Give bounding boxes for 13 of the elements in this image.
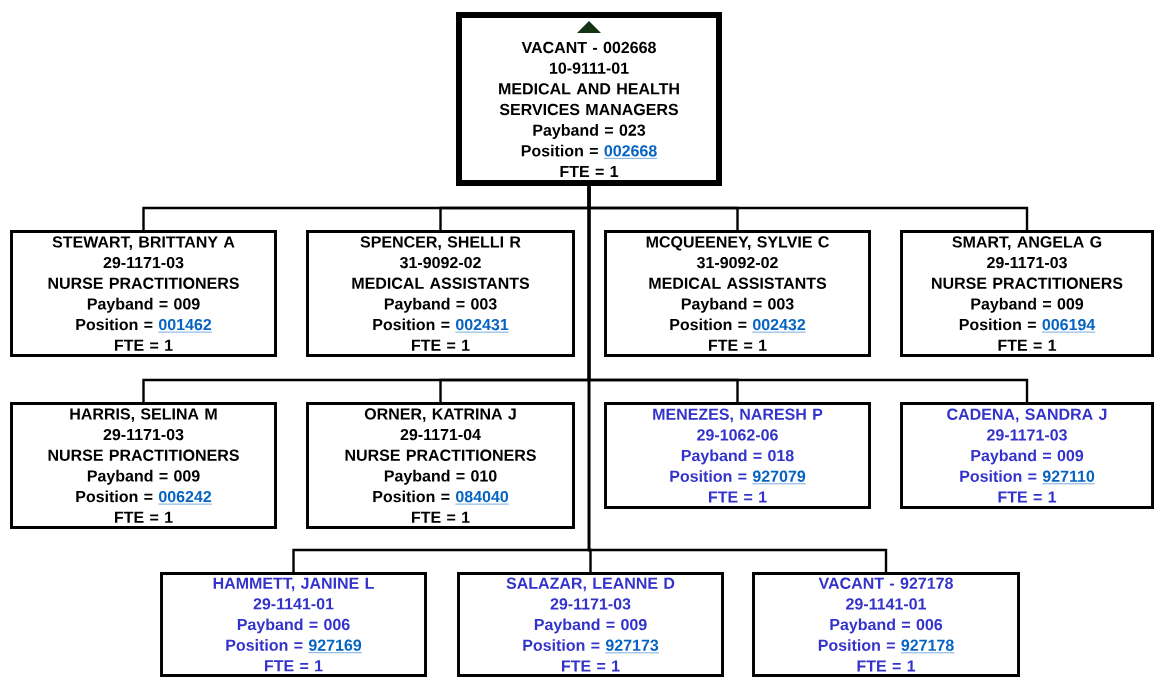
position-box: HAMMETT, JANINE L 29-1141-01 Payband = 006 Position = 927169 FTE = 1 [160, 572, 427, 677]
position-box: ORNER, KATRINA J 29-1171-04 NURSE PRACTITIONERS Payband = 010 Position = 084040 FTE = 1 [306, 402, 575, 529]
position-box: MENEZES, NARESH P 29-1062-06 Payband = 018 Position = 927079 FTE = 1 [604, 402, 871, 509]
position-box: SALAZAR, LEANNE D 29-1171-03 Payband = 009 Position = 927173 FTE = 1 [457, 572, 724, 677]
position-box: SPENCER, SHELLI R 31-9092-02 MEDICAL ASSISTANTS Payband = 003 Position = 002431 FTE = 1 [306, 230, 575, 357]
position-box: HARRIS, SELINA M 29-1171-03 NURSE PRACTITIONERS Payband = 009 Position = 006242 FTE = 1 [10, 402, 277, 529]
position-box: VACANT - 927178 29-1141-01 Payband = 006 Position = 927178 FTE = 1 [752, 572, 1020, 677]
position-box: VACANT - 002668 10-9111-01 MEDICAL AND HEALTH SERVICES MANAGERS Payband = 023 Position = 002668 FTE = 1 [456, 12, 722, 186]
position-box: MCQUEENEY, SYLVIE C 31-9092-02 MEDICAL ASSISTANTS Payband = 003 Position = 002432 FTE = 1 [604, 230, 871, 357]
position-box: SMART, ANGELA G 29-1171-03 NURSE PRACTITIONERS Payband = 009 Position = 006194 FTE = 1 [900, 230, 1154, 357]
position-box: CADENA, SANDRA J 29-1171-03 Payband = 009 Position = 927110 FTE = 1 [900, 402, 1154, 509]
position-box: STEWART, BRITTANY A 29-1171-03 NURSE PRACTITIONERS Payband = 009 Position = 001462 FTE = 1 [10, 230, 277, 357]
connector-line [587, 186, 888, 573]
